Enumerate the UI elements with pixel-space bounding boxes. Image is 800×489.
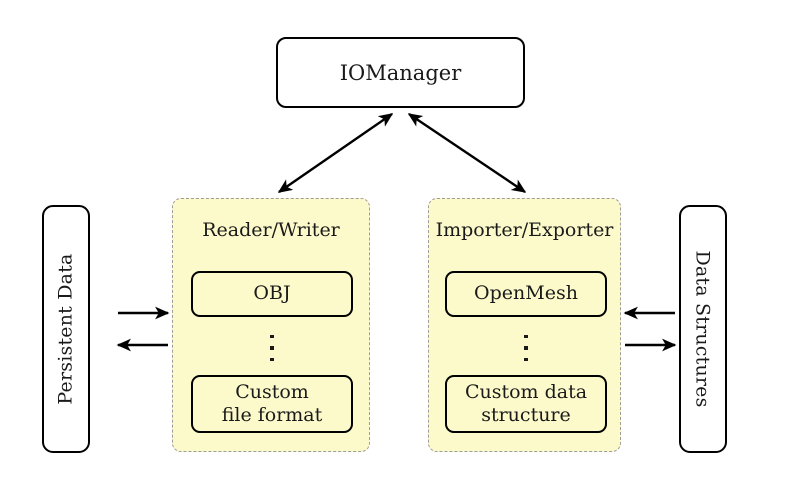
ellipsis-dot (270, 346, 274, 350)
ellipsis-dot (270, 335, 274, 339)
inner-box-openmesh-label: OpenMesh (474, 282, 578, 305)
ellipsis-dot (524, 335, 528, 339)
persistent-data-label: Persistent Data (55, 253, 77, 405)
ellipsis-dot (524, 357, 528, 361)
ellipsis-reader-writer (267, 335, 277, 361)
panel-reader-writer-title: Reader/Writer (202, 219, 340, 241)
inner-box-custom-file-format[interactable]: Custom file format (191, 375, 353, 433)
iomanager-node[interactable]: IOManager (276, 37, 525, 108)
ellipsis-dot (524, 346, 528, 350)
panel-importer-exporter-title: Importer/Exporter (435, 219, 614, 241)
inner-box-obj-label: OBJ (253, 282, 291, 305)
persistent-data-node[interactable]: Persistent Data (42, 205, 90, 453)
inner-box-custom-file-format-line1: Custom (235, 380, 309, 403)
iomanager-label: IOManager (339, 60, 462, 85)
inner-box-custom-data-structure-line1: Custom data (464, 380, 588, 403)
arrow-manager-reader-writer (277, 113, 394, 193)
arrow-manager-importer-exporter (407, 113, 527, 193)
ellipsis-importer-exporter (521, 335, 531, 361)
ellipsis-dot (270, 357, 274, 361)
panel-reader-writer: Reader/Writer OBJ Custom file format (172, 198, 370, 452)
inner-box-custom-data-structure[interactable]: Custom data structure (445, 375, 607, 433)
inner-box-openmesh[interactable]: OpenMesh (445, 271, 607, 317)
inner-box-custom-data-structure-line2: structure (481, 404, 571, 426)
inner-box-obj[interactable]: OBJ (191, 271, 353, 317)
inner-box-custom-file-format-line2: file format (221, 404, 323, 426)
data-structures-node[interactable]: Data Structures (679, 205, 727, 453)
panel-importer-exporter: Importer/Exporter OpenMesh Custom data s… (428, 198, 621, 452)
data-structures-label: Data Structures (692, 250, 714, 408)
